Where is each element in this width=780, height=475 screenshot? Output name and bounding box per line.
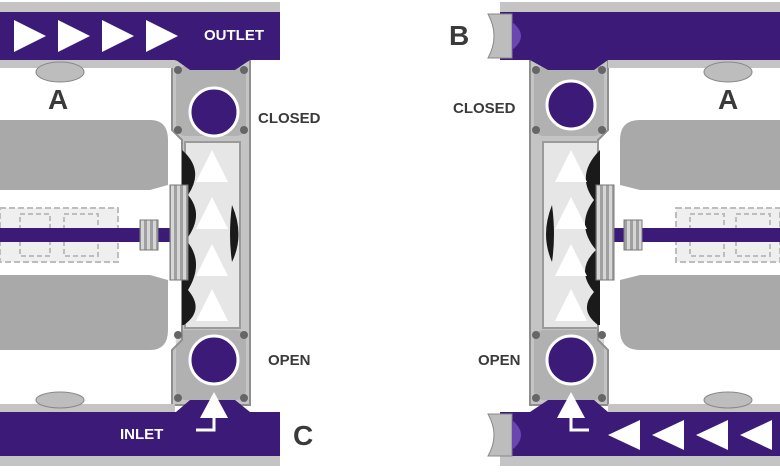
flow-arrows (14, 20, 772, 450)
right-top-valve-ball (545, 79, 597, 131)
left-inlet-label: INLET (120, 426, 164, 443)
right-port-label: B (449, 20, 470, 51)
right-chamber-flow-arrow-4 (555, 289, 587, 321)
left-chamber-flow-arrow-4 (196, 289, 228, 321)
left-pump (0, 2, 280, 466)
left-bottom-valve-ball (188, 334, 240, 386)
left-inlet-flow-arrow (200, 392, 228, 418)
right-bottom-valve-state: OPEN (478, 352, 521, 369)
right-bottom-valve-ball (545, 334, 597, 386)
left-air-chamber-lower (0, 275, 168, 350)
right-chamber-flow-arrow-3 (555, 244, 587, 276)
left-top-valve-ball (188, 86, 240, 138)
right-top-valve-state: CLOSED (453, 100, 516, 117)
right-bottom-flow-arrow-1 (608, 420, 640, 450)
left-chamber-flow-arrow-1 (196, 150, 228, 182)
left-chamber-label: A (48, 84, 69, 115)
right-chamber-flow-arrow-1 (555, 150, 587, 182)
left-bottom-valve-state: OPEN (268, 352, 311, 369)
left-port-label: C (293, 420, 314, 451)
left-shaft-housing (0, 207, 175, 263)
left-top-valve-state: CLOSED (258, 110, 321, 127)
right-bottom-flow-arrow-2 (652, 420, 684, 450)
right-inlet-flow-arrow (557, 392, 585, 418)
right-chamber-label: A (718, 84, 739, 115)
right-bottom-flow-arrow-4 (740, 420, 772, 450)
left-outlet-flow-arrow-2 (58, 20, 90, 52)
left-outlet-flow-arrow-3 (102, 20, 134, 52)
left-outlet-flow-arrow-4 (146, 20, 178, 52)
right-top-pipe-ends (487, 2, 780, 83)
left-outlet-pipe-ends (0, 2, 280, 83)
left-outlet-flow-arrow-1 (14, 20, 46, 52)
left-chamber-flow-arrow-2 (196, 197, 228, 229)
right-air-chamber-upper (620, 120, 780, 190)
right-shaft-housing (600, 207, 780, 263)
left-air-chamber-upper (0, 120, 168, 190)
right-top-pipe (500, 12, 780, 70)
right-bottom-pipe-ends (487, 391, 780, 466)
left-outlet-label: OUTLET (204, 27, 264, 44)
right-chamber-flow-arrow-2 (555, 197, 587, 229)
right-air-chamber-lower (620, 275, 780, 350)
left-chamber-flow-arrow-3 (196, 244, 228, 276)
right-bottom-flow-arrow-3 (696, 420, 728, 450)
left-inlet-pipe-ends (0, 391, 280, 466)
right-pump (487, 2, 780, 466)
